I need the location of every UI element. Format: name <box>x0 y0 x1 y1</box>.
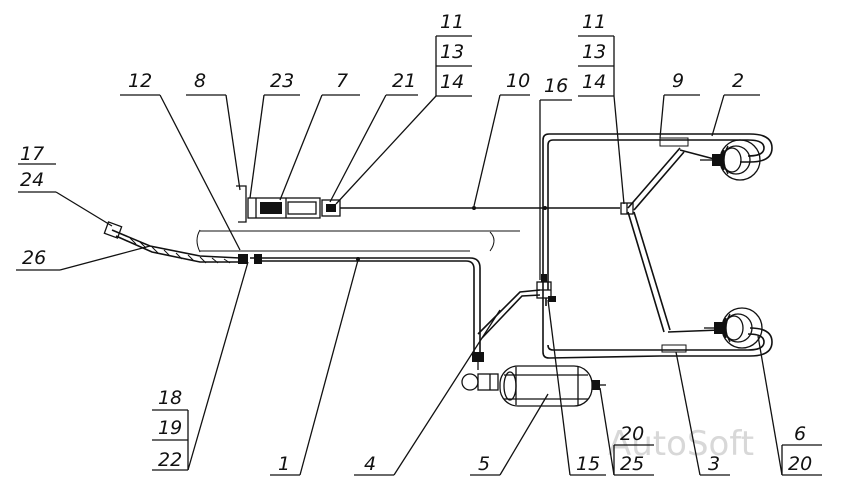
tank-inlet-valve <box>461 352 499 391</box>
label-23: 23 <box>270 70 294 92</box>
label-2: 2 <box>732 70 744 92</box>
label-17: 17 <box>20 143 44 165</box>
watermark: AutoSoft <box>608 424 754 464</box>
brake-valve-assembly <box>236 185 341 223</box>
label-5: 5 <box>478 453 490 475</box>
air-tank-5 <box>499 365 606 407</box>
label-13-right: 13 <box>582 41 606 63</box>
label-16: 16 <box>544 75 568 97</box>
label-15: 15 <box>576 453 600 475</box>
label-10: 10 <box>506 70 530 92</box>
label-14-right: 14 <box>582 71 606 93</box>
pipe-1 <box>250 257 481 352</box>
label-6: 6 <box>794 423 806 445</box>
valve-fitting-15-16 <box>536 274 556 306</box>
label-9: 9 <box>672 70 684 92</box>
label-18: 18 <box>158 387 182 409</box>
label-12: 12 <box>128 70 152 92</box>
label-19: 19 <box>158 417 182 439</box>
label-25: 25 <box>620 453 644 475</box>
label-20-left: 20 <box>620 423 644 445</box>
leader-lines <box>16 35 822 476</box>
pipe-9 <box>627 147 721 333</box>
label-11-right: 11 <box>582 11 606 33</box>
label-7: 7 <box>336 70 348 92</box>
pipe-4 <box>477 289 541 339</box>
label-3: 3 <box>708 453 720 475</box>
label-24: 24 <box>20 169 44 191</box>
coupling-hose-26 <box>103 221 262 264</box>
label-22: 22 <box>158 449 182 471</box>
tee-fitting-right <box>620 202 634 215</box>
upper-brake-chamber <box>700 139 761 181</box>
pipe-16 <box>542 133 661 359</box>
frame-rail <box>196 229 520 253</box>
label-21: 21 <box>392 70 416 92</box>
label-1: 1 <box>278 453 290 475</box>
label-20-right: 20 <box>788 453 812 475</box>
label-11-left: 11 <box>440 11 464 33</box>
label-4: 4 <box>364 453 376 475</box>
label-14-left: 14 <box>440 71 464 93</box>
main-pipe-10 <box>340 206 620 210</box>
label-26: 26 <box>22 247 46 269</box>
pipe-2 <box>659 133 773 163</box>
label-13-left: 13 <box>440 41 464 63</box>
lower-brake-chamber <box>704 307 763 349</box>
label-8: 8 <box>194 70 206 92</box>
